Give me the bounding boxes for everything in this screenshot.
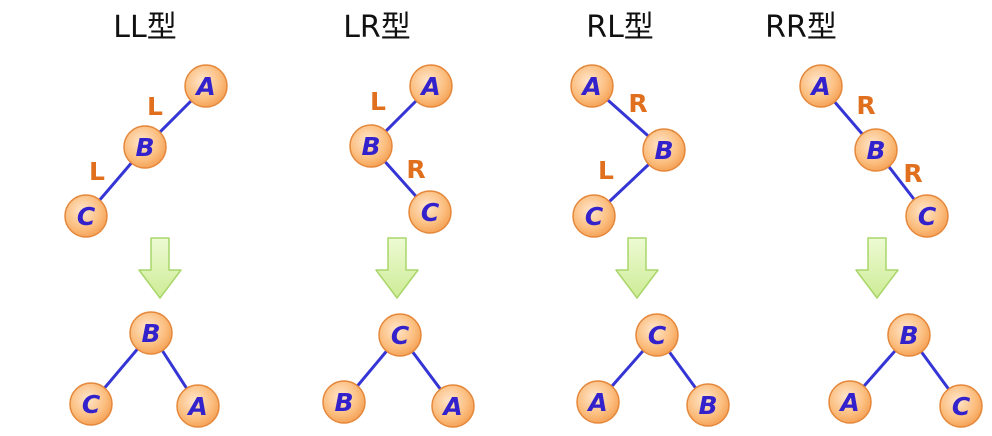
panel-1-after-node-A-label: A (186, 392, 207, 421)
panel-3-after-node-B (686, 383, 730, 427)
panel-3-after-node-A (576, 380, 620, 424)
panel-4-before-node-B (854, 128, 898, 172)
panel-1-after-node-C (69, 382, 113, 426)
panel-3-after-node-A-label: A (586, 388, 607, 417)
panel-4-after-node-A-label: A (838, 388, 859, 417)
panel-1-before-node-C-label: C (77, 202, 96, 231)
panel-4-before-node-A (799, 64, 843, 108)
panel-3-before-node-C (572, 194, 616, 238)
panel-1-after-node-C-label: C (82, 390, 101, 419)
panel-3-down-arrow-icon (615, 237, 659, 299)
panel-2-after-node-B-label: B (334, 388, 353, 417)
panel-1-before-node-C (64, 194, 108, 238)
panel-1-before-node-A (184, 64, 228, 108)
panel-1-after-node-B-label: B (141, 319, 160, 348)
panel-4-before-node-A-label: A (809, 72, 830, 101)
panel-3-before-node-B (642, 128, 686, 172)
panel-2-title: LR型 (343, 10, 411, 45)
panel-1-down-arrow-icon (138, 237, 182, 299)
panel-2-before-edge-label-1: L (370, 87, 386, 116)
panel-3-before-node-A-label: A (580, 72, 601, 101)
panel-3-before-node-C-label: C (585, 202, 604, 231)
panel-2-after-node-C-label: C (391, 321, 410, 350)
panel-3-title: RL型 (586, 10, 654, 45)
panel-2-after-node-C (378, 313, 422, 357)
panel-4-after-node-B-label: B (899, 321, 918, 350)
panel-3-after-node-C-label: C (648, 321, 667, 350)
panel-2-down-arrow-icon (375, 237, 419, 299)
panel-2-before-edge-label-2: R (406, 155, 425, 184)
panel-1-before-edge-label-1: L (147, 92, 163, 121)
panel-1-after-node-B (129, 311, 173, 355)
panel-2-after-node-A (431, 384, 475, 428)
panel-2-before-node-C (408, 190, 452, 234)
panel-1-after-node-A (176, 384, 220, 428)
panel-4-after-node-B (887, 313, 931, 357)
panel-3-before-node-A (570, 64, 614, 108)
panel-1-before-node-B-label: B (135, 133, 154, 162)
panel-4-before-node-C (905, 194, 949, 238)
panel-3-after-node-C (635, 313, 679, 357)
panel-3-before-node-B-label: B (654, 136, 673, 165)
panel-2-before-node-A-label: A (419, 72, 440, 101)
panel-4-after-node-C (939, 384, 983, 428)
panel-1-title: LL型 (113, 10, 176, 45)
panel-1-before-edge-label-2: L (89, 157, 105, 186)
panel-2-before-node-B-label: B (361, 132, 380, 161)
panel-2-after-node-B (322, 380, 366, 424)
panel-4-before-node-B-label: B (866, 136, 885, 165)
panel-2-before-node-B (349, 124, 393, 168)
panel-1-before-node-B (123, 125, 167, 169)
panel-4-down-arrow-icon (855, 237, 899, 299)
panel-2-before-node-A (409, 64, 453, 108)
panel-3-after-node-B-label: B (698, 391, 717, 420)
panel-2-before-node-C-label: C (421, 198, 440, 227)
panel-2-after-node-A-label: A (441, 392, 462, 421)
panel-3-before-edge-label-1: R (628, 89, 647, 118)
panel-4-before-edge-label-2: R (903, 159, 922, 188)
panel-1-before-node-A-label: A (194, 72, 215, 101)
panel-4-before-node-C-label: C (918, 202, 937, 231)
panel-4-after-node-A (828, 380, 872, 424)
panel-4-before-edge-label-1: R (856, 91, 875, 120)
panel-4-after-node-C-label: C (952, 392, 971, 421)
panel-4-title: RR型 (765, 10, 837, 45)
panel-3-before-edge-label-2: L (598, 156, 614, 185)
